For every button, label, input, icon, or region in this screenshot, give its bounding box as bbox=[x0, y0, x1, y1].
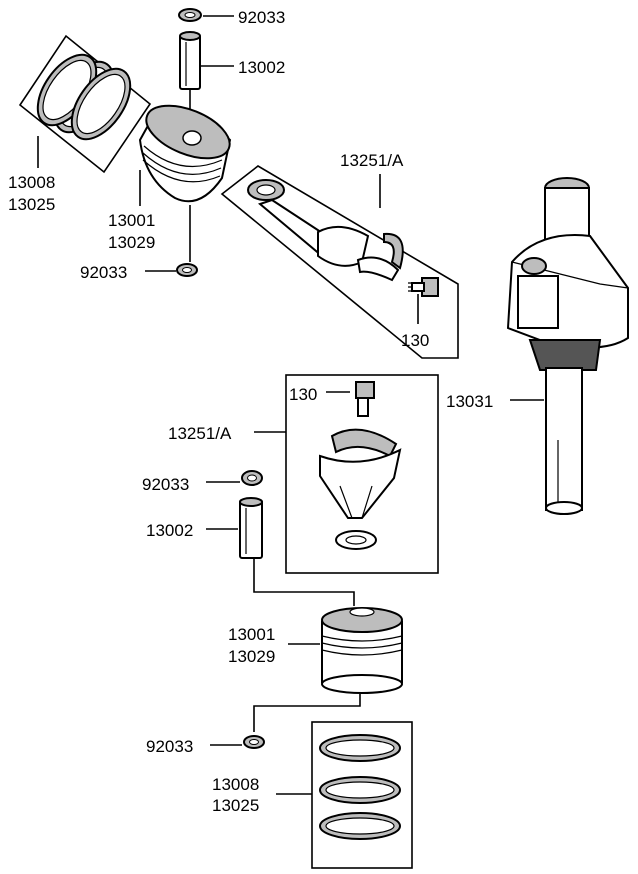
top-circlip bbox=[178, 8, 202, 22]
guide-bottom-pin bbox=[253, 559, 355, 606]
bottom-circlip bbox=[241, 470, 263, 486]
label-bottom-rings-a: 13008 bbox=[212, 775, 259, 794]
top-rod-box bbox=[220, 165, 459, 359]
label-top-bolt: 130 bbox=[401, 331, 429, 350]
guide-bottom-piston bbox=[253, 694, 361, 732]
label-top-pin: 13002 bbox=[238, 58, 285, 77]
bottom-piston-pin bbox=[239, 497, 263, 559]
label-bottom-piston-b: 13029 bbox=[228, 647, 275, 666]
crankshaft bbox=[506, 177, 629, 515]
label-top-rings-a: 13008 bbox=[8, 173, 55, 192]
label-crankshaft: 13031 bbox=[446, 392, 493, 411]
top-piston bbox=[138, 104, 232, 203]
top-lower-circlip bbox=[176, 263, 198, 277]
label-top-rod: 13251/A bbox=[340, 151, 404, 170]
bottom-piston bbox=[321, 607, 403, 694]
label-bottom-lower-clip: 92033 bbox=[146, 737, 193, 756]
label-top-lower-clip: 92033 bbox=[80, 263, 127, 282]
label-top-piston-b: 13029 bbox=[108, 233, 155, 252]
top-piston-pin bbox=[179, 31, 201, 90]
label-bottom-clip: 92033 bbox=[142, 475, 189, 494]
label-bottom-piston-a: 13001 bbox=[228, 625, 275, 644]
top-rings-box bbox=[18, 34, 152, 174]
label-top-clip: 92033 bbox=[238, 8, 285, 27]
label-top-rings-b: 13025 bbox=[8, 195, 55, 214]
bottom-rings-box bbox=[311, 721, 413, 869]
top-connecting-rod bbox=[247, 179, 404, 282]
label-bottom-rings-b: 13025 bbox=[212, 796, 259, 815]
bottom-rod-box bbox=[285, 374, 439, 574]
label-bottom-bolt: 130 bbox=[289, 385, 317, 404]
label-bottom-rod: 13251/A bbox=[168, 424, 232, 443]
bottom-connecting-rod bbox=[319, 428, 402, 550]
bottom-rod-bolt bbox=[355, 381, 375, 417]
label-top-piston-a: 13001 bbox=[108, 211, 155, 230]
bottom-lower-circlip bbox=[243, 735, 265, 749]
top-rod-bolt bbox=[408, 277, 439, 297]
label-bottom-pin: 13002 bbox=[146, 521, 193, 540]
